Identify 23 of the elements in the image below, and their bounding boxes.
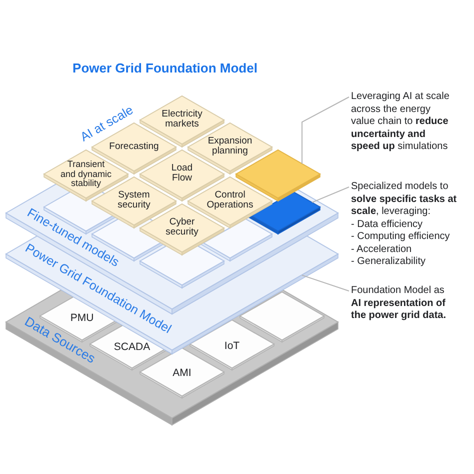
list-item: - Data efficiency xyxy=(351,218,423,231)
annotation-text: Specialized models to solve specific tasks at scale, leveraging: xyxy=(351,181,458,218)
data-source-name: SCADA xyxy=(114,342,150,354)
task-name: Transient and dynamic stability xyxy=(60,160,112,188)
annotation-text: Foundation Model as AI representation of the power grid data. xyxy=(351,285,448,322)
leader-line xyxy=(302,96,350,164)
leader-line xyxy=(302,274,350,292)
data-source-name: IoT xyxy=(224,341,240,353)
task-name: System security xyxy=(116,190,152,212)
leader-line xyxy=(312,186,350,203)
task-name: Load Flow xyxy=(170,164,194,184)
list-item: - Generalizability xyxy=(351,256,426,268)
task-name: Forecasting xyxy=(109,142,159,152)
task-name: Expansion planning xyxy=(206,136,254,158)
task-name: Electricity markets xyxy=(160,110,204,130)
list-item: - Computing efficiency xyxy=(351,231,450,244)
task-name: Cyber security xyxy=(164,218,200,238)
task-name: Control Operations xyxy=(206,190,254,212)
diagram-title: Power Grid Foundation Model xyxy=(72,60,258,76)
list-item: - Acceleration xyxy=(351,244,412,256)
data-source-name: AMI xyxy=(172,368,192,380)
data-source-name: PMU xyxy=(70,313,94,325)
annotation-text: Leveraging AI at scale across the energy value chain to reduce uncertainty and speed up simulations xyxy=(351,91,450,154)
